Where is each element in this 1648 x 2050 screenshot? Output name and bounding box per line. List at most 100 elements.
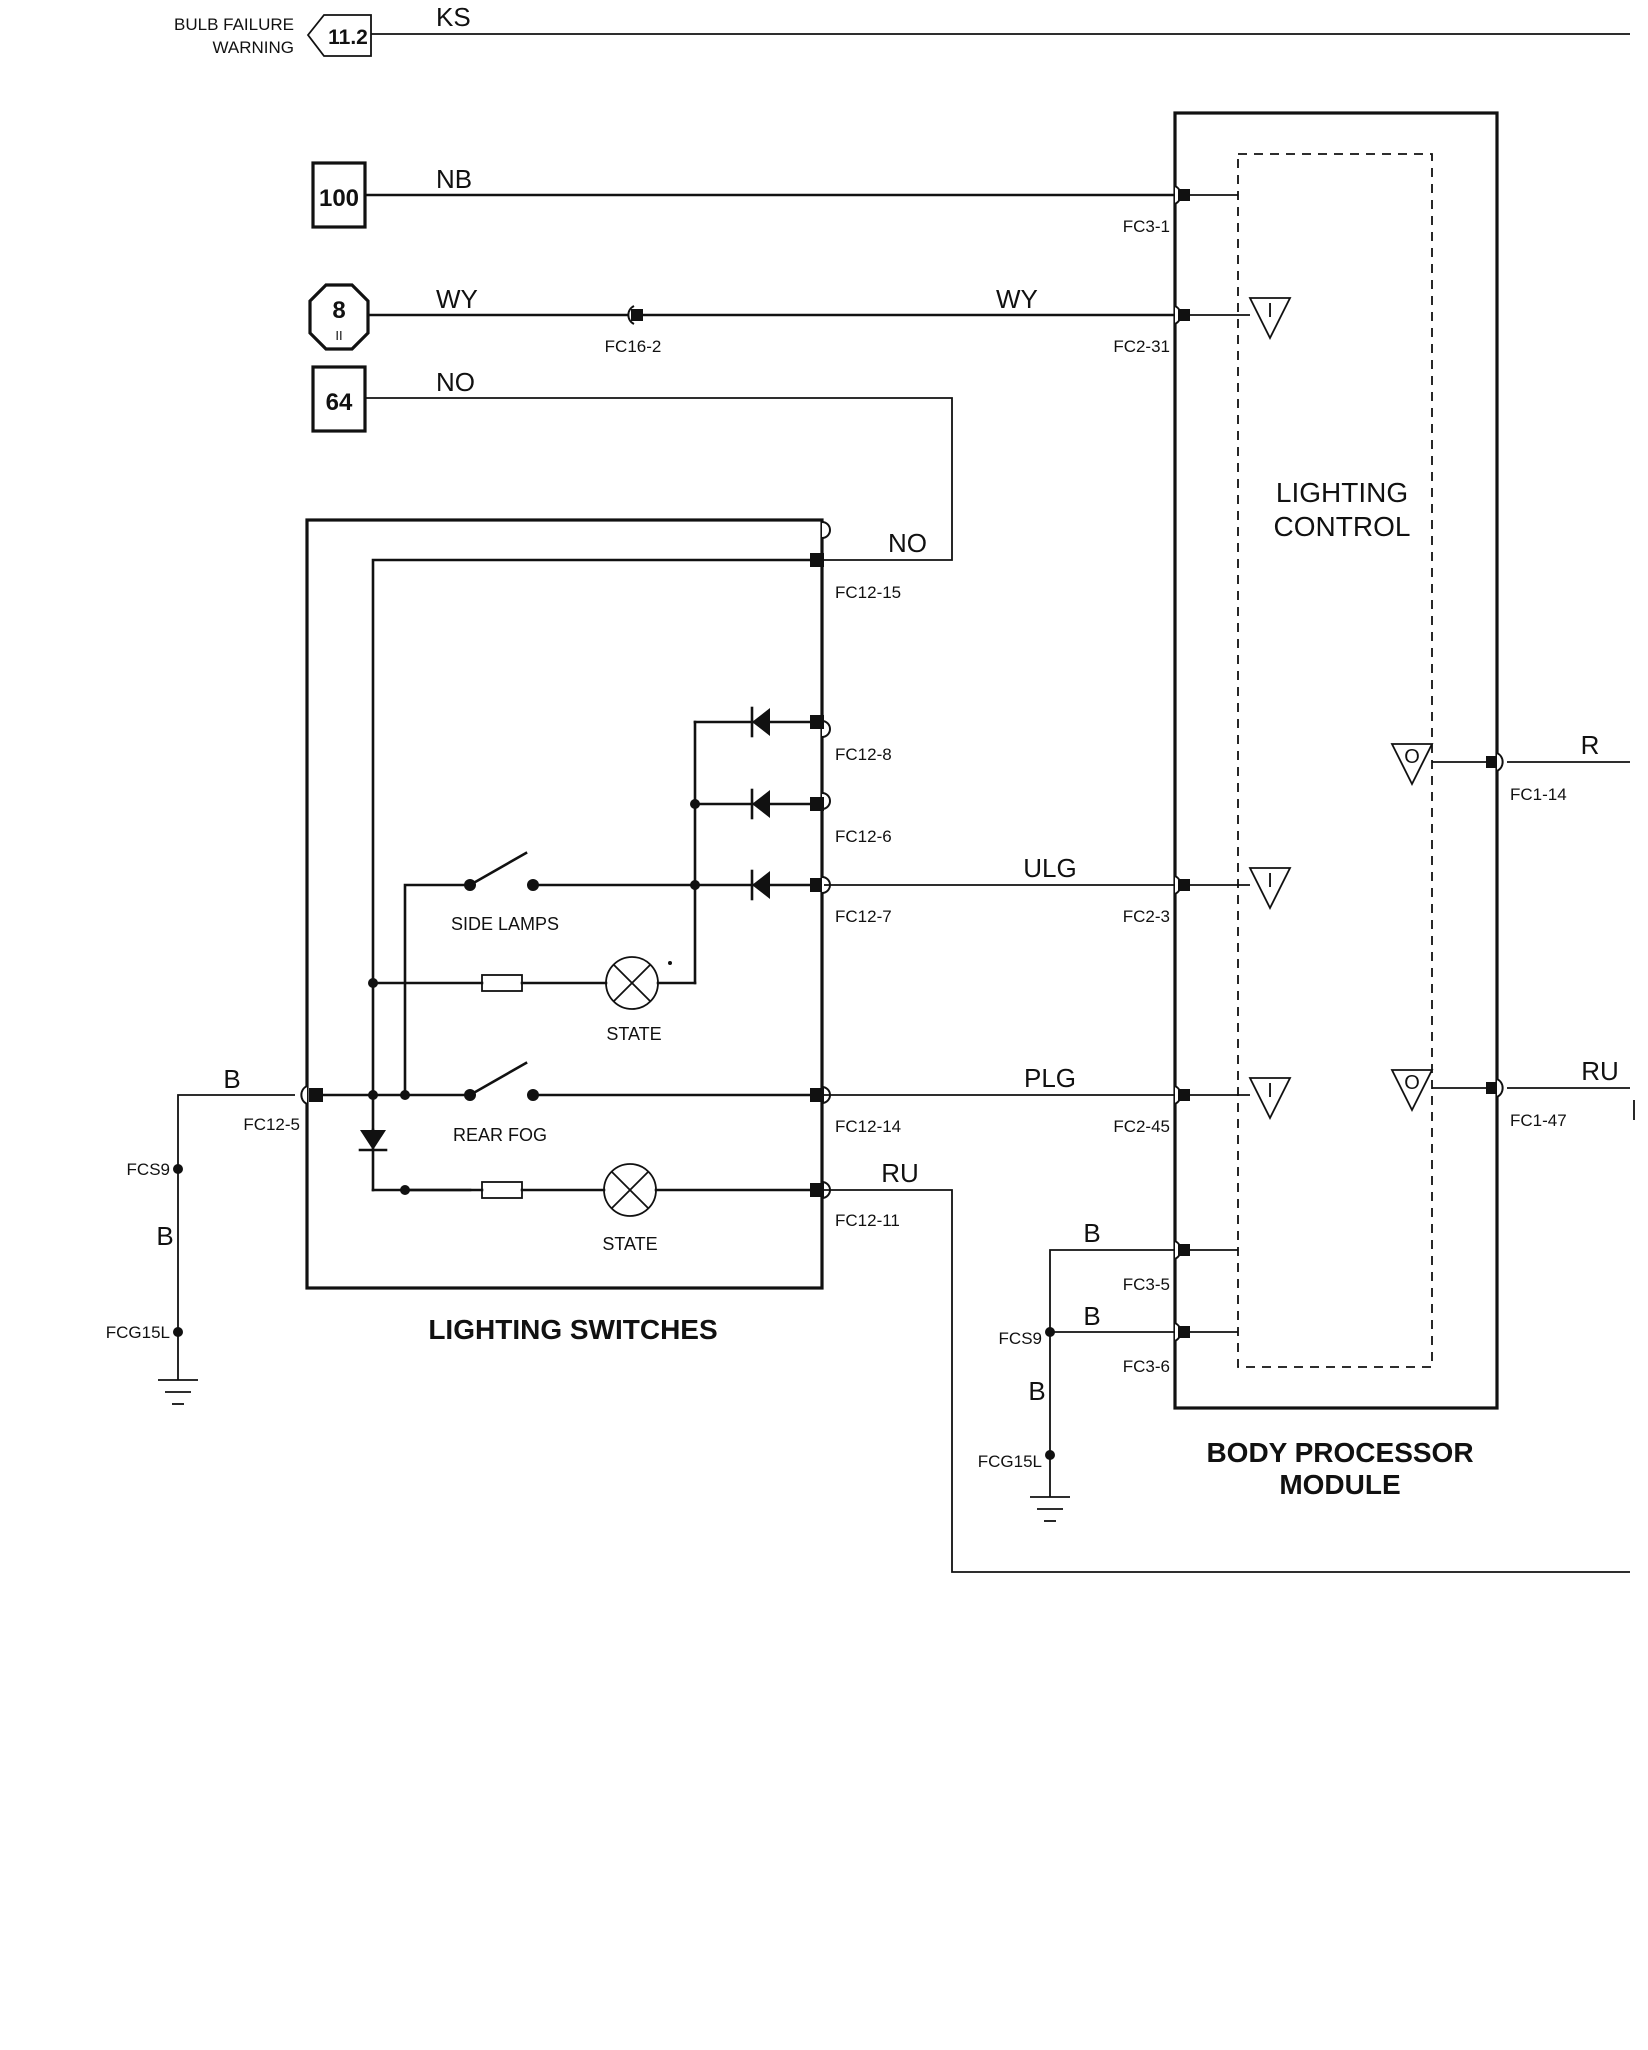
wire-ru-switch (824, 1189, 1630, 1573)
connector-fc16-2-label: FC16-2 (605, 337, 662, 356)
input-marker-fc2-3 (1248, 867, 1292, 911)
connector-fc12-7-label: FC12-7 (835, 907, 892, 926)
connector-fcs9-left-label: FCS9 (127, 1160, 170, 1179)
ref-11-2-label: 11.2 (328, 26, 368, 49)
state-lower-label: STATE (602, 1234, 657, 1254)
pin-fc2-3 (1178, 879, 1190, 891)
svg-text:O: O (1404, 1072, 1420, 1094)
connector-fc3-1-label: FC3-1 (1123, 217, 1170, 236)
pin-fc12-8 (810, 715, 824, 729)
diode-fc12-6 (752, 790, 770, 818)
state-lower-resistor (481, 1181, 523, 1199)
connector-fc12-15-label: FC12-15 (835, 583, 901, 602)
diode-rear-fog (360, 1130, 386, 1150)
wire-b-gnd-2-label: B (1083, 1301, 1100, 1331)
connector-fcs9-right-label: FCS9 (999, 1329, 1042, 1348)
state-upper-resistor (481, 974, 523, 992)
body-processor-module-label-line1: BODY PROCESSOR (1206, 1437, 1473, 1468)
connector-fcg15l-left-label: FCG15L (106, 1323, 170, 1342)
diode-fc12-7 (752, 871, 770, 899)
svg-text:I: I (1267, 1080, 1273, 1102)
pin-fc2-31 (1178, 309, 1190, 321)
body-processor-module-box (1173, 111, 1499, 1410)
ref-8-sublabel: II (335, 328, 342, 343)
wire-ks-label: KS (436, 2, 471, 32)
body-processor-module-label-line2: MODULE (1279, 1469, 1400, 1500)
wire-b-left-lower-label: B (156, 1221, 173, 1251)
wire-b-left (177, 1094, 295, 1380)
connector-fc2-45-label: FC2-45 (1113, 1117, 1170, 1136)
pin-fc1-14 (1486, 756, 1498, 768)
pin-fc12-6 (810, 797, 824, 811)
wire-no-label-right: NO (888, 528, 927, 558)
bulb-failure-warning-ref: BULB FAILURE WARNING 11.2 (174, 14, 372, 57)
wire-no (365, 397, 953, 561)
lighting-switches-label: LIGHTING SWITCHES (428, 1314, 717, 1345)
lighting-control-boundary (1237, 153, 1433, 1368)
connector-fc2-3-label: FC2-3 (1123, 907, 1170, 926)
svg-text:O: O (1404, 746, 1420, 768)
lighting-control-label-line1: LIGHTING (1276, 477, 1408, 508)
connector-fc1-14-label: FC1-14 (1510, 785, 1567, 804)
connector-fc12-11-label: FC12-11 (835, 1211, 900, 1230)
pin-fc3-5 (1178, 1244, 1190, 1256)
lighting-control-label-line2: CONTROL (1274, 511, 1411, 542)
wire-ru-bpm-label: RU (1581, 1056, 1619, 1086)
pin-fc3-6 (1178, 1326, 1190, 1338)
wire-no-label-top: NO (436, 367, 475, 397)
connector-fc12-6-label: FC12-6 (835, 827, 892, 846)
pin-fc12-14 (810, 1088, 824, 1102)
connector-fc3-6-label: FC3-6 (1123, 1357, 1170, 1376)
pin-fc12-15 (810, 553, 824, 567)
wire-b-bpm-fc3-5 (1049, 1249, 1175, 1497)
pin-fc12-7 (810, 878, 824, 892)
pin-fc12-11 (810, 1183, 824, 1197)
ref-64-label: 64 (326, 389, 353, 416)
output-marker-fc1-14 (1390, 743, 1434, 787)
connector-fcg15l-right-label: FCG15L (978, 1452, 1042, 1471)
rear-fog-label: REAR FOG (453, 1125, 547, 1145)
state-lower-lamp (603, 1163, 657, 1217)
connector-fc12-14-label: FC12-14 (835, 1117, 901, 1136)
rear-fog-switch-blade (468, 1061, 528, 1097)
state-upper-lamp (605, 956, 659, 1010)
diode-fc12-8 (752, 708, 770, 736)
side-lamps-switch-blade (468, 851, 528, 887)
connector-fc12-8-label: FC12-8 (835, 745, 892, 764)
wire-b-gnd-1-label: B (1083, 1218, 1100, 1248)
pin-fc2-45 (1178, 1089, 1190, 1101)
connector-fc2-31-label: FC2-31 (1113, 337, 1170, 356)
output-marker-fc1-47 (1390, 1069, 1434, 1113)
pin-fc3-1 (1178, 189, 1190, 201)
wire-wy-label-left: WY (436, 284, 478, 314)
input-marker-fc2-45 (1248, 1077, 1292, 1121)
svg-text:I: I (1267, 870, 1273, 892)
wire-plg-label: PLG (1024, 1063, 1076, 1093)
wire-wy-label-right: WY (996, 284, 1038, 314)
ref-64-box (311, 365, 367, 433)
wire-b-left-label: B (223, 1064, 240, 1094)
bulb-failure-warning-label-line2: WARNING (212, 38, 294, 57)
ground-symbol-left (158, 1379, 198, 1405)
ref-100-label: 100 (319, 185, 359, 212)
side-lamps-label: SIDE LAMPS (451, 914, 559, 934)
pin-fc16-2 (631, 309, 643, 321)
ground-fcg15l-right (1045, 1450, 1055, 1460)
ground-fcg15l-left (173, 1327, 183, 1337)
connector-fc12-5-label: FC12-5 (243, 1115, 300, 1134)
pin-fc12-5 (309, 1088, 323, 1102)
wire-b-gnd-3-label: B (1028, 1376, 1045, 1406)
switch-internal-rail (371, 558, 812, 1132)
wire-r-label: R (1581, 730, 1600, 760)
state-upper-label: STATE (606, 1024, 661, 1044)
splice-fcs9-left (173, 1164, 183, 1174)
ref-8-octagon (308, 283, 370, 351)
svg-text:I: I (1267, 300, 1273, 322)
wire-ulg-label: ULG (1023, 853, 1076, 883)
wire-ru-switch-label: RU (881, 1158, 919, 1188)
connector-fc1-47-label: FC1-47 (1510, 1111, 1567, 1130)
ground-symbol-right (1030, 1496, 1070, 1522)
side-lamps-feed (403, 883, 472, 1095)
input-marker-fc2-31 (1248, 297, 1292, 341)
